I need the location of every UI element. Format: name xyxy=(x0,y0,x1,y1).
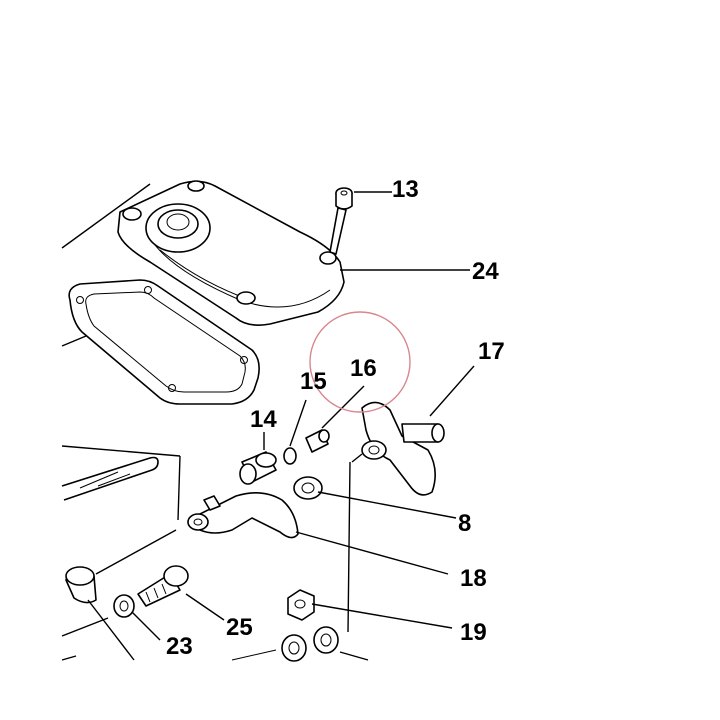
callout-14: 14 xyxy=(250,406,277,433)
screw-13-part xyxy=(329,187,353,255)
lever-18-part xyxy=(187,492,299,539)
cap-part xyxy=(65,566,97,604)
callout-15: 15 xyxy=(300,368,327,395)
callout-25: 25 xyxy=(226,614,253,641)
washer-23-part xyxy=(113,594,135,618)
callout-24: 24 xyxy=(472,258,499,285)
lever-17-part xyxy=(361,401,445,496)
pin-16-part xyxy=(305,429,330,453)
callout-17: 17 xyxy=(478,338,505,365)
nut-19-part xyxy=(287,589,315,621)
cover-plate-part xyxy=(117,180,345,326)
callout-16: 16 xyxy=(350,355,377,382)
o-ring-15-part xyxy=(283,447,297,465)
callout-18: 18 xyxy=(460,565,487,592)
highlight-circle xyxy=(309,311,411,413)
gasket-part xyxy=(68,279,260,405)
screw-25-part xyxy=(137,565,189,607)
callout-23: 23 xyxy=(166,633,193,660)
leader-lines xyxy=(61,183,475,661)
bushing-14-part xyxy=(239,451,277,485)
callout-8: 8 xyxy=(458,510,471,537)
washer-8-part xyxy=(293,476,323,500)
callout-19: 19 xyxy=(460,619,487,646)
shaft-part xyxy=(61,456,159,501)
bottom-washers-part xyxy=(231,626,339,662)
callout-13: 13 xyxy=(392,176,419,203)
callout-labels: 13 24 17 16 15 14 8 18 25 23 19 xyxy=(166,176,505,660)
